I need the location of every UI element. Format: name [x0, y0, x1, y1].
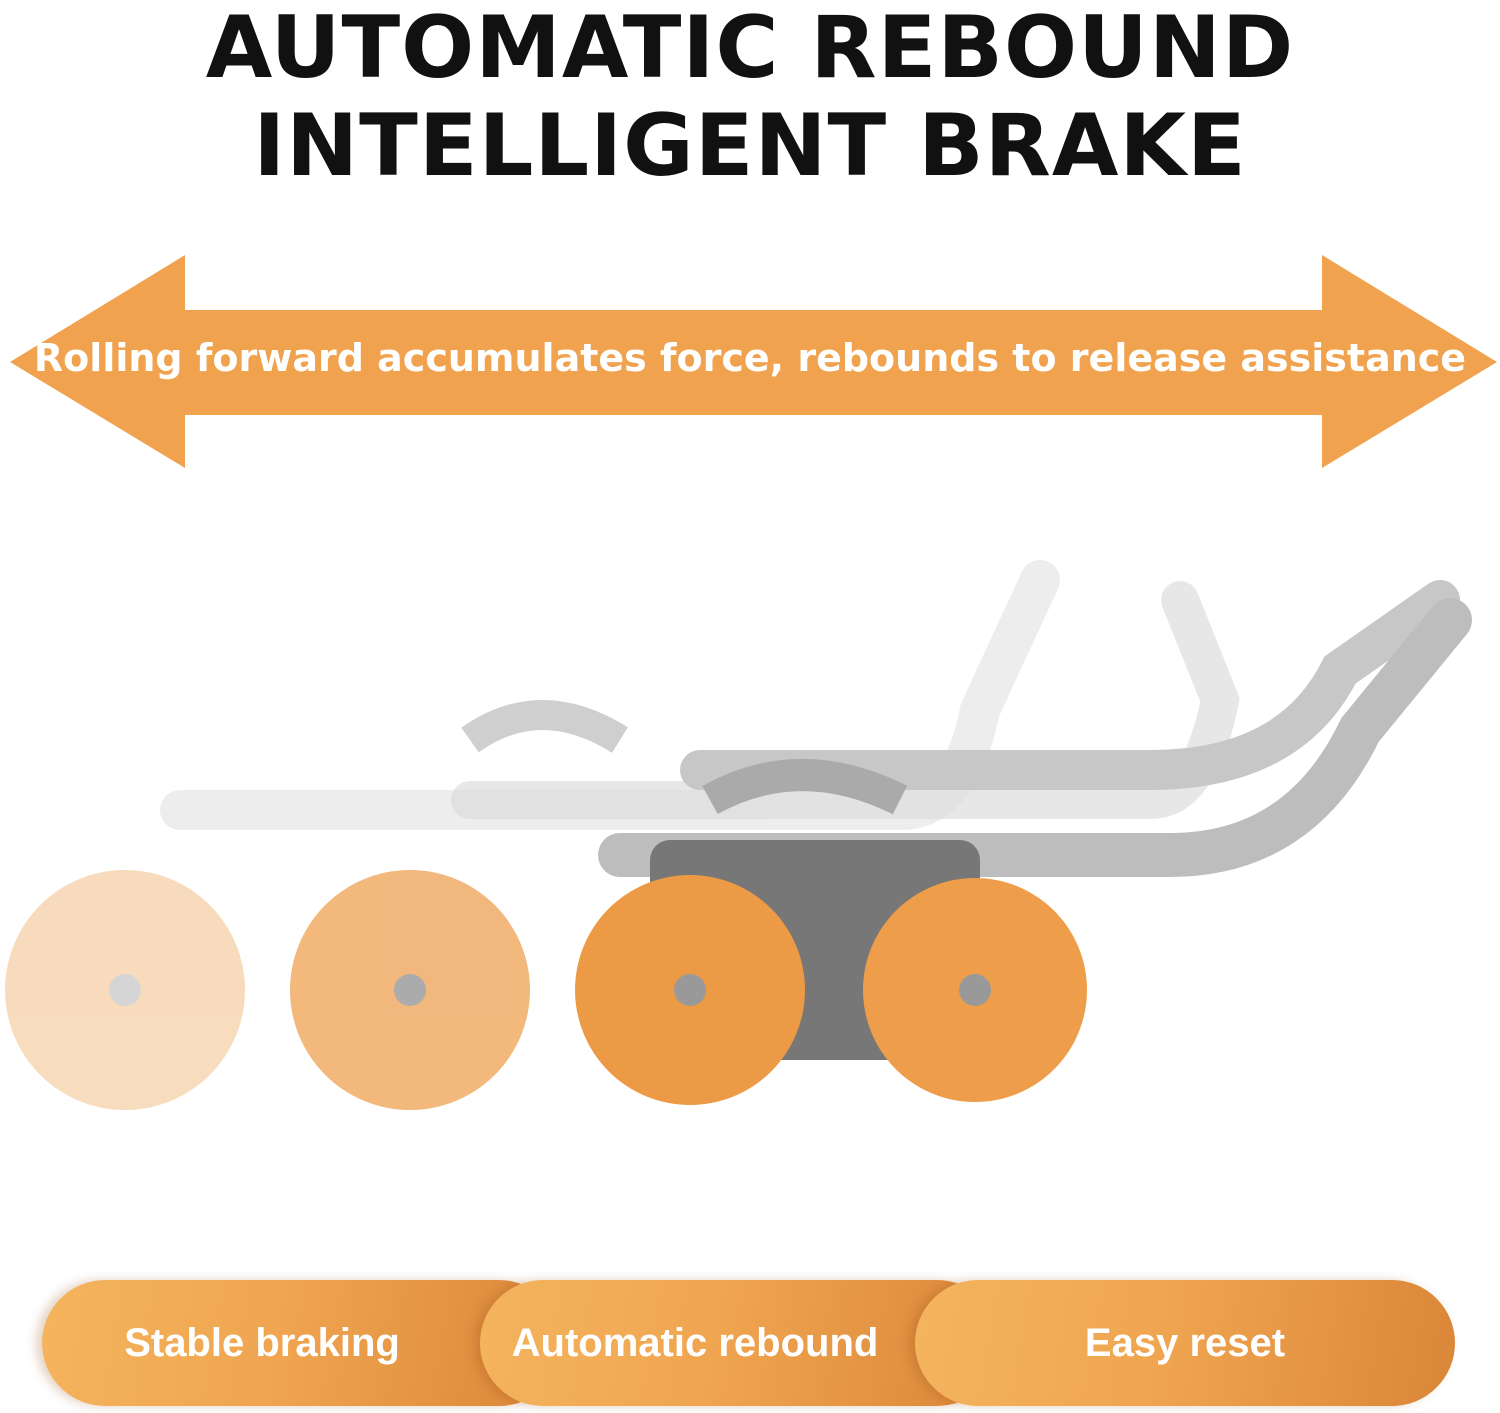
- feature-pill-easy-reset: Easy reset: [915, 1280, 1455, 1406]
- headline-line-2: INTELLIGENT BRAKE: [253, 96, 1247, 196]
- arrow-caption: Rolling forward accumulates force, rebou…: [33, 336, 1467, 380]
- headline-line-1: AUTOMATIC REBOUND: [205, 0, 1295, 98]
- feature-pill-automatic-rebound: Automatic rebound: [480, 1280, 1000, 1406]
- feature-pill-stable-braking: Stable braking: [42, 1280, 562, 1406]
- feature-label: Automatic rebound: [511, 1320, 879, 1365]
- ab-roller-product-illustration: [5, 560, 1472, 1110]
- feature-label: Easy reset: [1084, 1320, 1286, 1365]
- double-arrow-icon: [10, 255, 1497, 468]
- feature-label: Stable braking: [124, 1320, 400, 1365]
